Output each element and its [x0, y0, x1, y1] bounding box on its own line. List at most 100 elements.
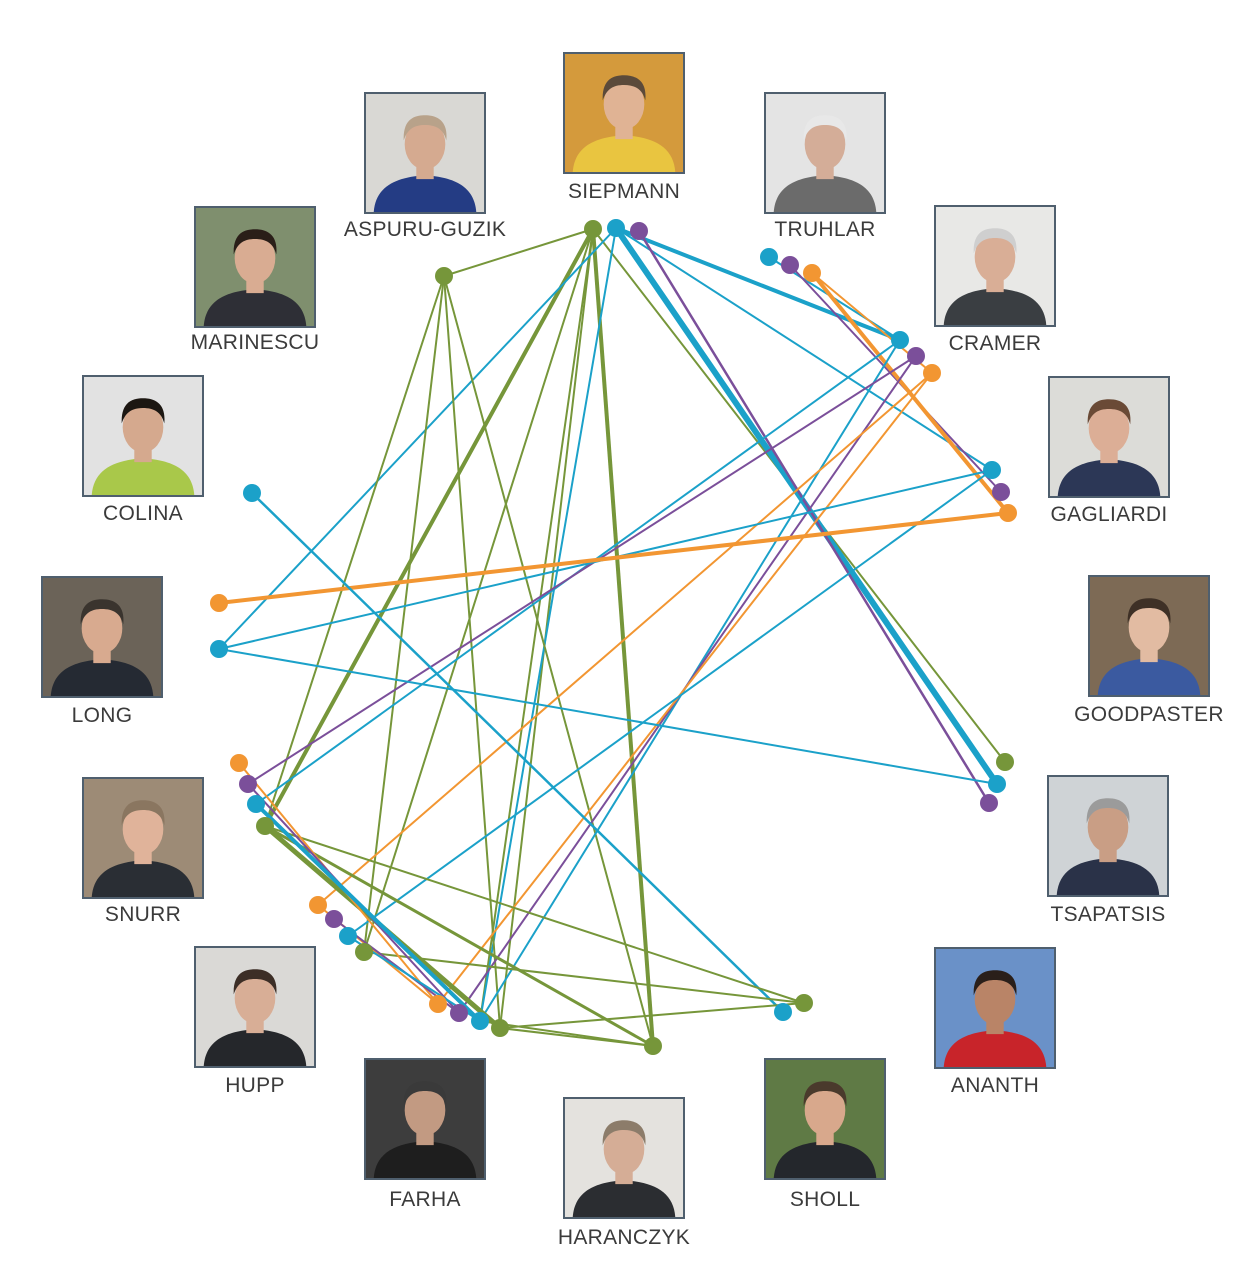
name-label-haranczyk: HARANCZYK: [557, 1226, 691, 1249]
person-silhouette-icon: [1090, 577, 1208, 695]
edge-green: [264, 275, 445, 827]
portrait-siepmann: [563, 52, 685, 174]
edge-green: [263, 824, 655, 1048]
person-silhouette-icon: [936, 207, 1054, 325]
node-purple: [907, 347, 925, 365]
person-silhouette-icon: [1050, 378, 1168, 496]
node-green: [355, 943, 373, 961]
name-label-goodpaster: GOODPASTER: [1074, 703, 1224, 726]
name-label-truhlar: TRUHLAR: [774, 218, 876, 241]
edge-blue: [218, 648, 998, 785]
node-orange: [429, 995, 447, 1013]
node-green: [491, 1019, 509, 1037]
edge-blue: [250, 491, 785, 1014]
node-green: [644, 1037, 662, 1055]
edge-purple: [637, 229, 991, 805]
name-label-marinescu: MARINESCU: [190, 331, 320, 354]
node-purple: [781, 256, 799, 274]
name-label-cramer: CRAMER: [948, 332, 1042, 355]
edge-green: [363, 951, 805, 1004]
edge-blue: [218, 227, 617, 650]
edge-green: [443, 275, 654, 1047]
portrait-truhlar: [764, 92, 886, 214]
node-blue: [243, 484, 261, 502]
node-blue: [891, 331, 909, 349]
node-blue: [247, 795, 265, 813]
person-silhouette-icon: [43, 578, 161, 696]
portrait-long: [41, 576, 163, 698]
edge-blue: [615, 227, 993, 471]
name-label-tsapatsis: TSAPATSIS: [1050, 903, 1166, 926]
person-silhouette-icon: [366, 94, 484, 212]
person-silhouette-icon: [196, 208, 314, 326]
edge-orange: [317, 372, 933, 906]
name-label-siepmann: SIEPMANN: [567, 180, 681, 203]
edge-green: [443, 275, 501, 1029]
edge-green: [264, 825, 805, 1004]
edge-blue: [614, 226, 902, 342]
person-silhouette-icon: [196, 948, 314, 1066]
edge-green: [363, 228, 594, 953]
name-label-hupp: HUPP: [225, 1074, 285, 1097]
name-label-snurr: SNURR: [104, 903, 182, 926]
edge-purple: [789, 264, 1002, 493]
portrait-ananth: [934, 947, 1056, 1069]
portrait-haranczyk: [563, 1097, 685, 1219]
node-purple: [325, 910, 343, 928]
node-blue: [607, 219, 625, 237]
name-label-long: LONG: [71, 704, 133, 727]
node-purple: [630, 222, 648, 240]
edge-blue: [254, 802, 482, 1023]
edge-orange: [437, 372, 933, 1005]
node-purple: [450, 1004, 468, 1022]
portrait-snurr: [82, 777, 204, 899]
node-blue: [210, 640, 228, 658]
portrait-marinescu: [194, 206, 316, 328]
name-label-ananth: ANANTH: [950, 1074, 1040, 1097]
edge-green: [479, 1020, 654, 1047]
portrait-farha: [364, 1058, 486, 1180]
node-green: [584, 220, 602, 238]
node-green: [435, 267, 453, 285]
portrait-goodpaster: [1088, 575, 1210, 697]
portrait-colina: [82, 375, 204, 497]
node-green: [256, 817, 274, 835]
portrait-tsapatsis: [1047, 775, 1169, 897]
node-layer: [210, 219, 1017, 1055]
person-silhouette-icon: [766, 94, 884, 212]
person-silhouette-icon: [84, 779, 202, 897]
node-blue: [988, 775, 1006, 793]
node-blue: [774, 1003, 792, 1021]
node-orange: [210, 594, 228, 612]
name-label-sholl: SHOLL: [789, 1188, 861, 1211]
person-silhouette-icon: [766, 1060, 884, 1178]
name-label-farha: FARHA: [389, 1188, 461, 1211]
node-blue: [471, 1012, 489, 1030]
person-silhouette-icon: [565, 54, 683, 172]
node-purple: [239, 775, 257, 793]
node-blue: [983, 461, 1001, 479]
edge-blue: [347, 469, 993, 937]
person-silhouette-icon: [1049, 777, 1167, 895]
edge-purple: [247, 355, 917, 785]
portrait-aspuru: [364, 92, 486, 214]
edge-green: [499, 1002, 805, 1029]
node-orange: [309, 896, 327, 914]
node-orange: [999, 504, 1017, 522]
edge-green: [363, 275, 445, 953]
node-orange: [923, 364, 941, 382]
name-label-colina: COLINA: [103, 502, 183, 525]
edge-layer: [217, 225, 1010, 1048]
name-label-aspuru: ASPURU-GUZIK: [343, 218, 507, 241]
node-purple: [992, 483, 1010, 501]
node-orange: [230, 754, 248, 772]
person-silhouette-icon: [84, 377, 202, 495]
node-green: [996, 753, 1014, 771]
portrait-sholl: [764, 1058, 886, 1180]
node-orange: [803, 264, 821, 282]
node-blue: [760, 248, 778, 266]
node-blue: [339, 927, 357, 945]
edge-blue: [479, 227, 617, 1022]
person-silhouette-icon: [366, 1060, 484, 1178]
